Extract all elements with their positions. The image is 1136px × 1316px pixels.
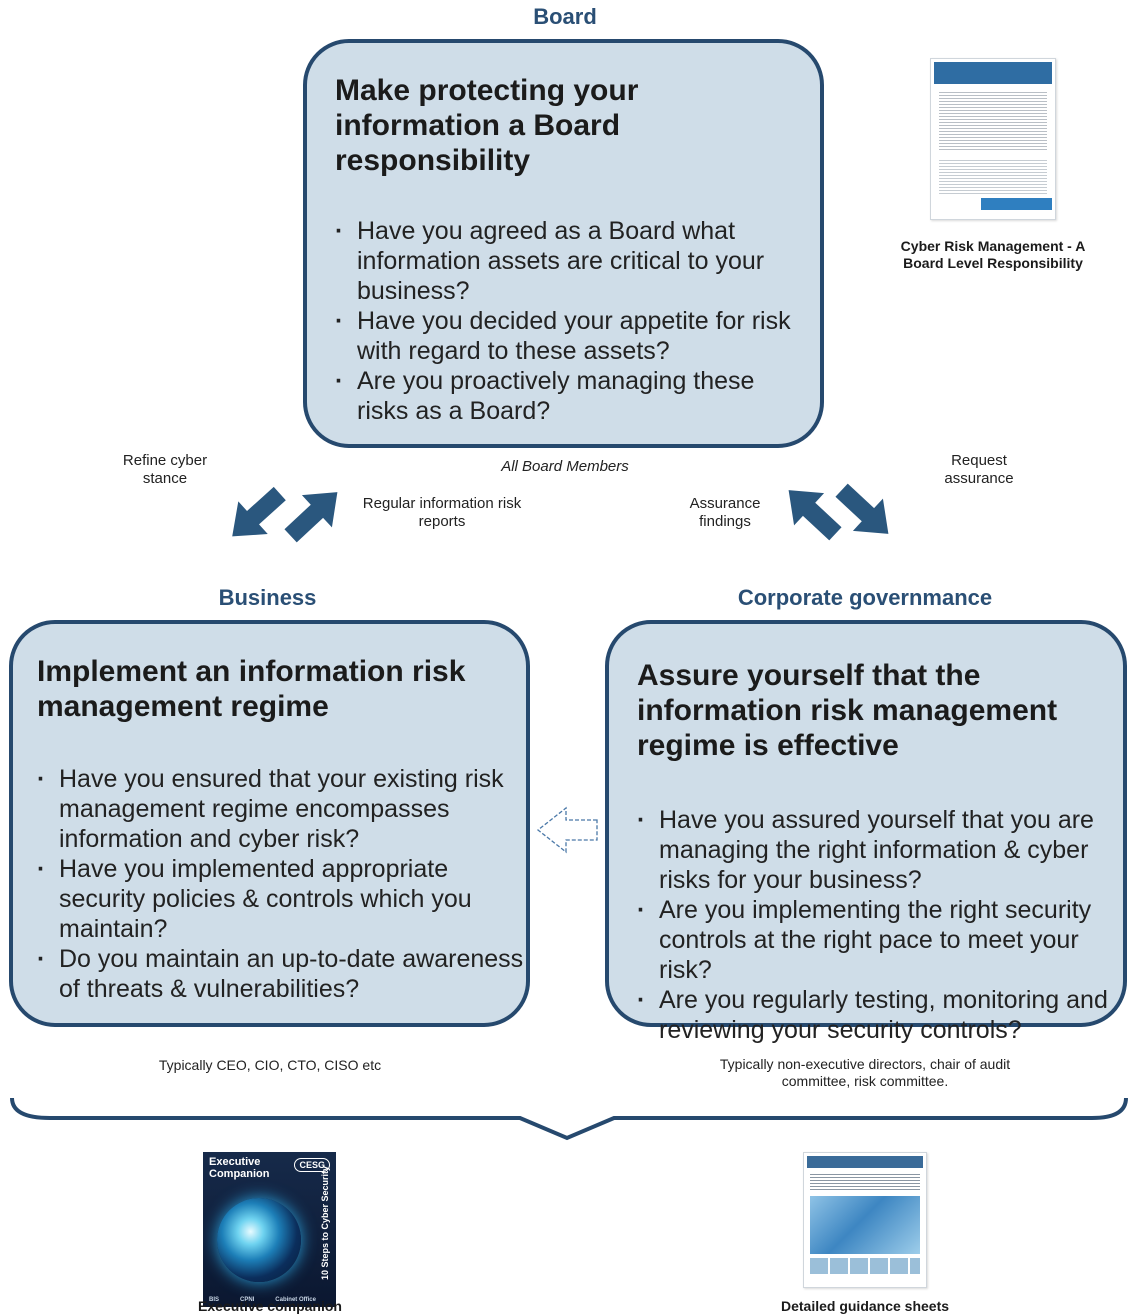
governance-bullet-list: Have you assured yourself that you are m… <box>637 805 1113 1045</box>
document-header-band <box>934 62 1052 84</box>
governance-bullet-1: Have you assured yourself that you are m… <box>637 805 1113 895</box>
governance-title: Assure yourself that the information ris… <box>637 659 1058 762</box>
risk-reports-label: Regular information risk reports <box>362 495 522 530</box>
governance-bullet-3: Are you regularly testing, monitoring an… <box>637 985 1113 1045</box>
business-bullet-list: Have you ensured that your existing risk… <box>37 764 535 1004</box>
business-footer: Typically CEO, CIO, CTO, CISO etc <box>158 1057 382 1073</box>
document-text-block <box>939 158 1047 194</box>
business-bullet-3: Do you maintain an up-to-date awareness … <box>37 944 535 1004</box>
business-bullet-1: Have you ensured that your existing risk… <box>37 764 535 854</box>
reports-arrow <box>275 476 353 552</box>
business-bullet-2: Have you implemented appropriate securit… <box>37 854 535 944</box>
board-section-label: Board <box>533 4 597 29</box>
logo-cpni: CPNI <box>239 1297 255 1303</box>
governance-section-label: Corporate governmance <box>737 585 993 610</box>
business-section-label: Business <box>218 585 317 610</box>
request-assurance-label: Request assurance <box>944 452 1014 487</box>
executive-companion-cover: Executive Companion CESG 10 Steps to Cyb… <box>203 1152 336 1307</box>
cesg-badge: CESG <box>294 1158 330 1172</box>
board-bullet-list: Have you agreed as a Board what informat… <box>335 216 796 426</box>
request-arrow <box>826 474 904 550</box>
executive-cover-logos: BIS CPNI Cabinet Office <box>209 1297 316 1303</box>
executive-cover-spine-text: 10 Steps to Cyber Security <box>319 1165 330 1281</box>
bottom-brace <box>10 1097 1128 1141</box>
guidance-sheets-thumbnail <box>803 1152 927 1288</box>
business-title: Implement an information risk management… <box>37 655 466 723</box>
logo-cabinet-office: Cabinet Office <box>275 1297 316 1303</box>
governance-box: Assure yourself that the information ris… <box>605 620 1127 1044</box>
cyber-risk-caption: Cyber Risk Management - A Board Level Re… <box>900 238 1086 271</box>
guidance-footer-block <box>810 1258 920 1274</box>
guidance-sheets-caption: Detailed guidance sheets <box>780 1298 950 1314</box>
cyber-risk-document-thumbnail <box>930 58 1056 220</box>
logo-bis: BIS <box>209 1297 220 1303</box>
executive-cover-title: Executive Companion <box>209 1156 270 1180</box>
board-box: Make protecting your information a Board… <box>303 39 824 448</box>
board-title: Make protecting your information a Board… <box>335 74 639 177</box>
board-bullet-2: Have you decided your appetite for risk … <box>335 306 796 366</box>
executive-companion-caption: Executive companion <box>198 1298 342 1314</box>
board-bullet-3: Are you proactively managing these risks… <box>335 366 796 426</box>
document-text-lines <box>939 90 1047 152</box>
governance-to-business-arrow <box>536 806 598 854</box>
assurance-findings-label: Assurance findings <box>689 495 761 530</box>
board-bullet-1: Have you agreed as a Board what informat… <box>335 216 796 306</box>
refine-stance-label: Refine cyber stance <box>122 452 208 487</box>
governance-footer: Typically non-executive directors, chair… <box>719 1056 1011 1089</box>
guidance-diagram-block <box>810 1196 920 1254</box>
board-footer: All Board Members <box>501 458 629 475</box>
globe-image <box>217 1198 301 1282</box>
document-footer-band <box>934 198 1052 210</box>
guidance-header-band <box>807 1156 923 1168</box>
findings-arrow <box>773 474 851 550</box>
refine-arrow <box>217 477 295 553</box>
guidance-text-lines <box>810 1172 920 1192</box>
business-box: Implement an information risk management… <box>9 620 530 1027</box>
governance-bullet-2: Are you implementing the right security … <box>637 895 1113 985</box>
